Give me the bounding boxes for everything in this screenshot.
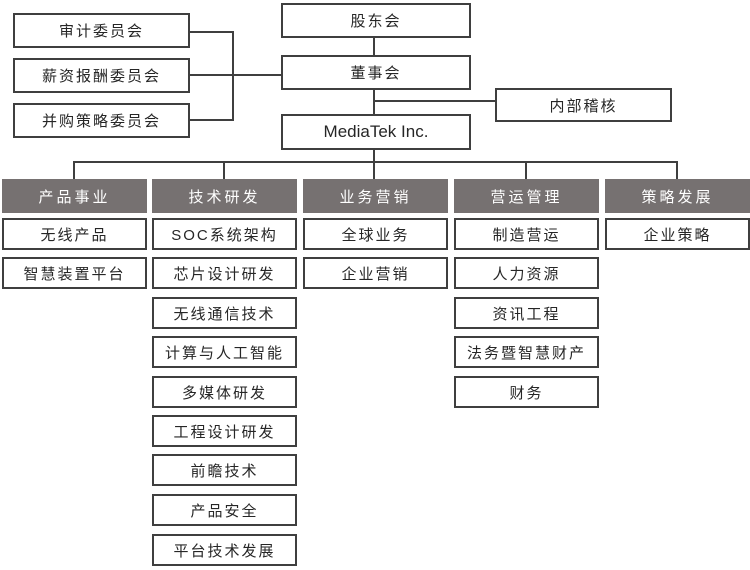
division-item: 人力资源: [454, 257, 599, 289]
connector-line: [190, 74, 281, 76]
division-item: 制造营运: [454, 218, 599, 250]
org-node-internal-audit: 内部稽核: [495, 88, 672, 122]
connector-line: [525, 161, 527, 179]
division-item: 芯片设计研发: [152, 257, 297, 289]
division-item: 工程设计研发: [152, 415, 297, 447]
division-header-product-business: 产品事业: [2, 179, 147, 213]
division-item: 全球业务: [303, 218, 448, 250]
division-item: 财务: [454, 376, 599, 408]
org-node-compensation-committee: 薪资报酬委员会: [13, 58, 190, 93]
connector-line: [190, 31, 234, 33]
org-node-board: 董事会: [281, 55, 471, 90]
connector-line: [73, 161, 75, 179]
division-item: 法务暨智慧财产: [454, 336, 599, 368]
connector-line: [373, 161, 375, 179]
division-header-strategy-development: 策略发展: [605, 179, 750, 213]
division-item: 平台技术发展: [152, 534, 297, 566]
division-item: 无线产品: [2, 218, 147, 250]
division-item: 前瞻技术: [152, 454, 297, 486]
connector-line: [223, 161, 225, 179]
division-item: 资讯工程: [454, 297, 599, 329]
connector-line: [373, 38, 375, 55]
division-item: 产品安全: [152, 494, 297, 526]
division-header-business-marketing: 业务营销: [303, 179, 448, 213]
org-node-company: MediaTek Inc.: [281, 114, 471, 150]
connector-line: [676, 161, 678, 179]
connector-line: [373, 150, 375, 163]
connector-line: [232, 31, 234, 121]
division-header-operations-management: 营运管理: [454, 179, 599, 213]
connector-line: [374, 100, 495, 102]
division-item: 企业策略: [605, 218, 750, 250]
connector-line: [73, 161, 678, 163]
division-header-technology-rd: 技术研发: [152, 179, 297, 213]
org-node-shareholders: 股东会: [281, 3, 471, 38]
division-item: 无线通信技术: [152, 297, 297, 329]
division-item: SOC系统架构: [152, 218, 297, 250]
org-node-audit-committee: 审计委员会: [13, 13, 190, 48]
org-node-ma-strategy-committee: 并购策略委员会: [13, 103, 190, 138]
division-item: 多媒体研发: [152, 376, 297, 408]
division-item: 企业营销: [303, 257, 448, 289]
connector-line: [190, 119, 234, 121]
division-item: 计算与人工智能: [152, 336, 297, 368]
connector-line: [373, 90, 375, 114]
division-item: 智慧装置平台: [2, 257, 147, 289]
